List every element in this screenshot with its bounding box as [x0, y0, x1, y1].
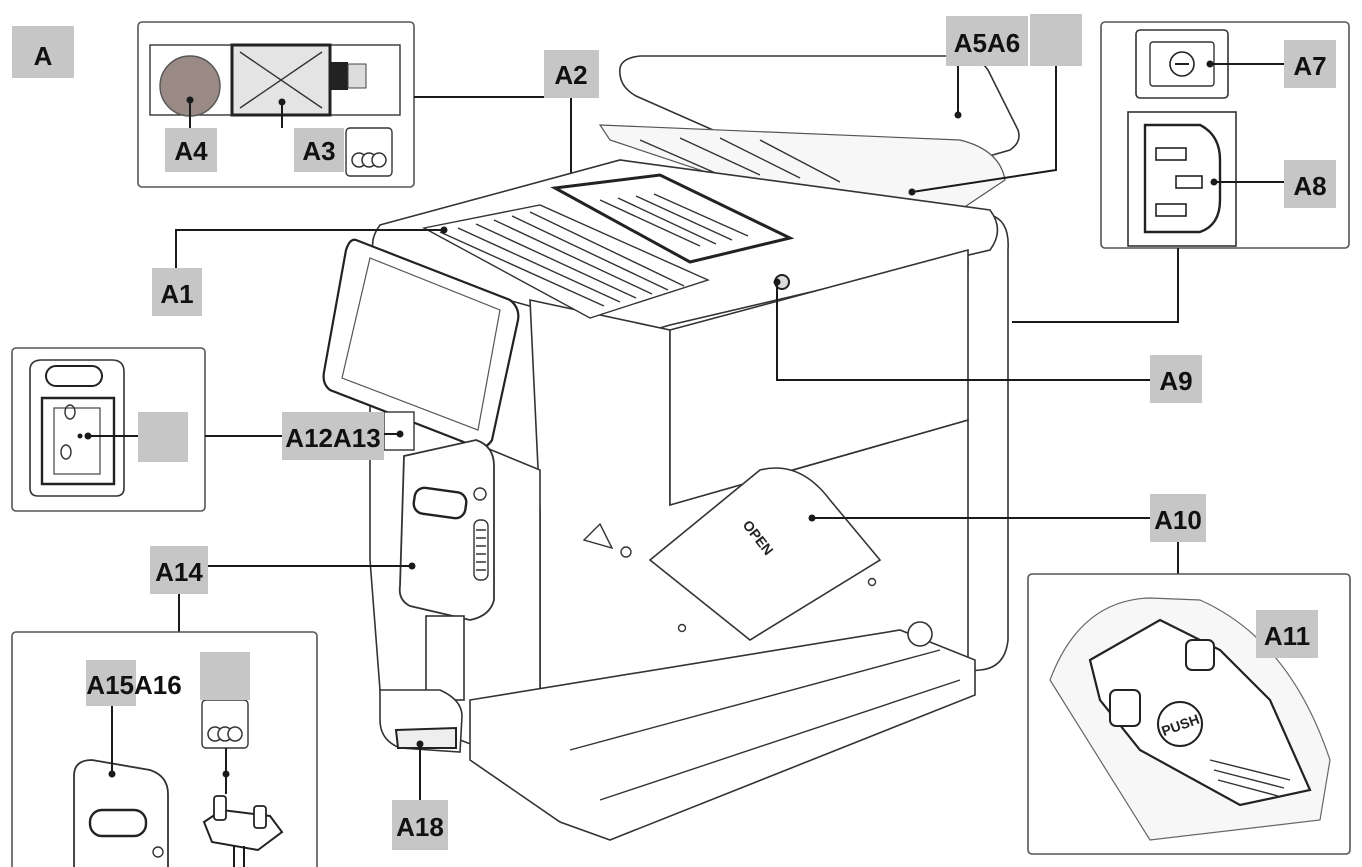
blank-label-placeholder-3	[200, 652, 250, 700]
label-a3: A3	[294, 128, 344, 172]
label-a4: A4	[165, 128, 217, 172]
label-a12a13: A12A13	[282, 412, 384, 460]
label-a2: A2	[544, 50, 599, 98]
section-letter: A	[12, 26, 74, 78]
svg-text:A2: A2	[554, 60, 587, 90]
cup-tray-illustration	[379, 689, 463, 753]
svg-text:A11: A11	[1264, 621, 1310, 651]
svg-text:A14: A14	[155, 557, 203, 587]
svg-text:A1: A1	[160, 279, 193, 309]
touch-display-illustration	[322, 238, 520, 449]
svg-text:A5A6: A5A6	[954, 28, 1020, 58]
label-a1: A1	[152, 268, 202, 316]
label-a5a6: A5A6	[946, 16, 1028, 66]
inset-water-spout-panel	[11, 347, 206, 512]
label-a7: A7	[1284, 40, 1336, 88]
label-a9: A9	[1150, 355, 1202, 403]
svg-text:A8: A8	[1293, 171, 1326, 201]
blank-label-placeholder-2	[138, 412, 188, 462]
label-a8: A8	[1284, 160, 1336, 208]
svg-text:A10: A10	[1154, 505, 1202, 535]
label-a11: A11	[1256, 610, 1318, 658]
inset-milk-module-panel	[11, 631, 318, 867]
grounds-door-illustration	[648, 467, 882, 641]
svg-text:A7: A7	[1293, 51, 1326, 81]
dishwasher-safe-icon	[345, 127, 393, 177]
svg-text:A12A13: A12A13	[285, 423, 380, 453]
coffee-machine-body: OPEN	[369, 159, 1009, 841]
section-letter-text: A	[34, 41, 53, 71]
label-a10: A10	[1150, 494, 1206, 542]
label-a18: A18	[392, 800, 448, 850]
svg-text:A18: A18	[396, 812, 444, 842]
cup-warmer-grille	[421, 204, 710, 319]
label-a15a16: A15A16	[86, 660, 182, 706]
svg-text:A4: A4	[174, 136, 208, 166]
svg-text:A3: A3	[302, 136, 335, 166]
top-vent-grille	[550, 173, 795, 264]
svg-text:A9: A9	[1159, 366, 1192, 396]
label-a14: A14	[150, 546, 208, 594]
blank-label-placeholder	[1030, 14, 1082, 66]
svg-text:A15A16: A15A16	[86, 670, 181, 700]
